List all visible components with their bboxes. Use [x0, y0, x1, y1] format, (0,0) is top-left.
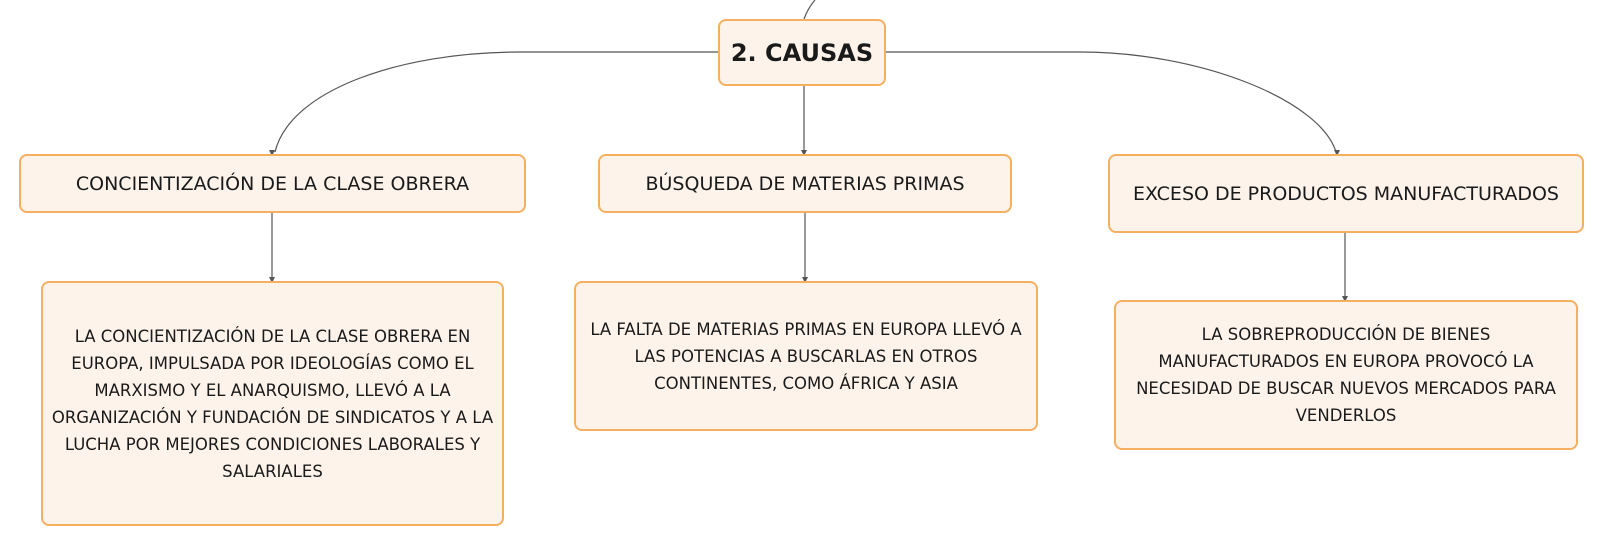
root-node-causas[interactable]: 2. CAUSAS [718, 19, 886, 86]
detail-node-text: LA CONCIENTIZACIÓN DE LA CLASE OBRERA EN… [51, 326, 494, 481]
cause-node-label: EXCESO DE PRODUCTOS MANUFACTURADOS [1133, 182, 1559, 205]
connector-from-parent [803, 0, 816, 20]
connector-root-to-cause-3 [886, 51, 1337, 153]
detail-node-text: LA FALTA DE MATERIAS PRIMAS EN EUROPA LL… [590, 319, 1022, 393]
detail-node-raw-materials[interactable]: LA FALTA DE MATERIAS PRIMAS EN EUROPA LL… [574, 281, 1038, 431]
detail-node-worker-consciousness[interactable]: LA CONCIENTIZACIÓN DE LA CLASE OBRERA EN… [41, 281, 504, 526]
cause-node-excess-products[interactable]: EXCESO DE PRODUCTOS MANUFACTURADOS [1108, 154, 1584, 233]
arrowhead-detail-2 [802, 277, 808, 283]
root-node-label: 2. CAUSAS [730, 38, 874, 67]
cause-node-label: CONCIENTIZACIÓN DE LA CLASE OBRERA [75, 172, 470, 195]
cause-node-worker-consciousness[interactable]: CONCIENTIZACIÓN DE LA CLASE OBRERA [19, 154, 526, 213]
arrowhead-cause-3 [1334, 150, 1340, 156]
arrowhead-detail-1 [269, 277, 275, 283]
cause-node-raw-materials[interactable]: BÚSQUEDA DE MATERIAS PRIMAS [598, 154, 1012, 213]
arrowhead-detail-3 [1342, 296, 1348, 302]
detail-node-excess-products[interactable]: LA SOBREPRODUCCIÓN DE BIENES MANUFACTURA… [1114, 300, 1578, 450]
arrowhead-cause-2 [801, 150, 807, 156]
detail-node-text: LA SOBREPRODUCCIÓN DE BIENES MANUFACTURA… [1136, 325, 1556, 425]
arrowhead-cause-1 [269, 150, 275, 156]
connector-root-to-cause-1 [274, 51, 718, 153]
cause-node-label: BÚSQUEDA DE MATERIAS PRIMAS [645, 172, 965, 195]
